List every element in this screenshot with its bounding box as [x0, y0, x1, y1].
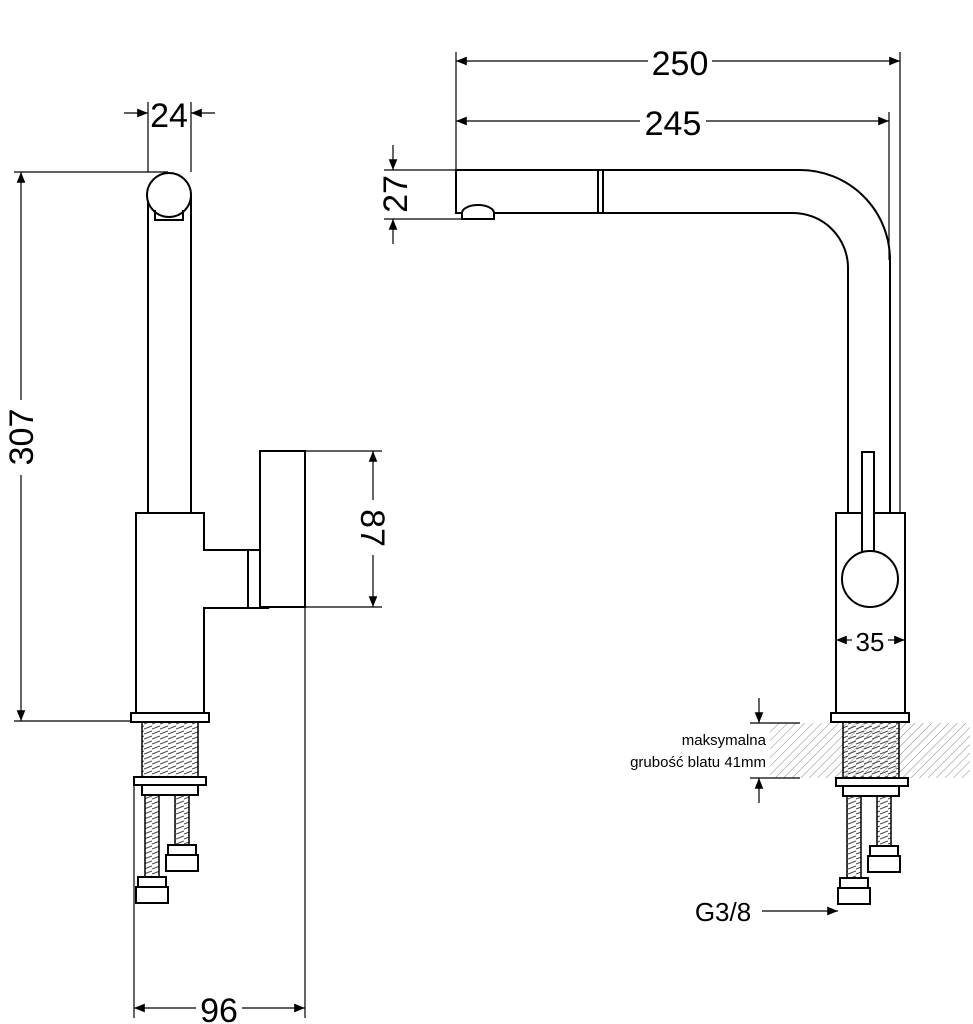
side-hose-right — [174, 794, 190, 846]
connection-thread-label: G3/8 — [695, 897, 751, 927]
side-aerator — [154, 210, 184, 221]
front-spout — [455, 169, 891, 514]
front-lever-knob — [841, 550, 899, 608]
dim-label-250: 250 — [652, 45, 709, 83]
dim-label-27: 27 — [377, 175, 415, 213]
front-hose-right — [876, 795, 892, 847]
side-nut-right-hex — [165, 854, 199, 872]
side-threaded-shank — [141, 721, 199, 778]
countertop-note-line1: maksymalna — [682, 732, 767, 749]
front-shank-lower — [842, 785, 900, 797]
front-lever-stem — [861, 451, 875, 563]
front-nut-right — [867, 855, 901, 873]
dim-label-35: 35 — [856, 627, 885, 657]
countertop-note-line2: grubość blatu 41mm — [630, 754, 766, 771]
side-nut-left-hex — [135, 886, 169, 904]
side-view: 24 307 87 96 — [3, 97, 391, 1024]
side-hose-left — [144, 794, 160, 878]
side-faucet-body — [135, 512, 249, 714]
side-pullout-head — [259, 450, 306, 608]
side-mounting-nut — [133, 776, 207, 786]
side-spout-pipe — [147, 194, 192, 516]
side-nut-left — [137, 876, 167, 888]
front-hose-left — [846, 795, 862, 879]
front-aerator — [461, 204, 495, 220]
dim-label-245: 245 — [645, 105, 702, 143]
side-shank-lower — [141, 784, 199, 796]
front-nut-left — [837, 887, 871, 905]
front-base-ring — [830, 712, 910, 723]
dim-label-96: 96 — [200, 992, 238, 1024]
front-view: 250 245 27 35 maksymalna grubość blatu 4… — [377, 45, 970, 927]
side-nut-right — [167, 844, 197, 856]
side-spout-head — [146, 172, 192, 218]
dim-label-87: 87 — [353, 509, 391, 547]
side-base-ring — [130, 712, 210, 723]
front-mounting-nut — [835, 777, 909, 787]
front-faucet-body — [835, 512, 906, 714]
dim-label-307: 307 — [3, 409, 41, 466]
dim-label-24: 24 — [150, 97, 188, 135]
front-threaded-shank — [842, 721, 900, 779]
